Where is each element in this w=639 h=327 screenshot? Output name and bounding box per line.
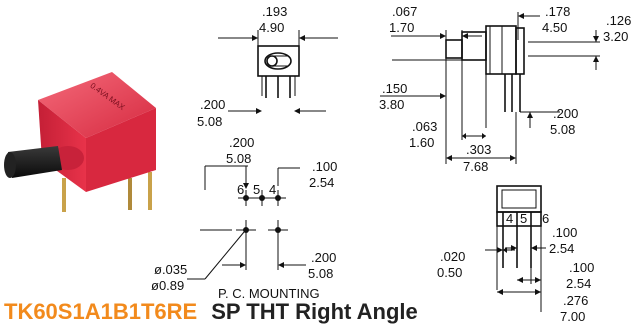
dim-side-left-mm: 3.80: [379, 97, 404, 112]
side-lever: [445, 39, 463, 59]
dim-side-top-in: .178: [545, 4, 570, 19]
dim-side-pin-mm: 5.08: [550, 122, 575, 137]
dim-hole-dia-mm: ø0.89: [151, 278, 184, 293]
dim-bot-thick-in: .020: [440, 249, 465, 264]
dim-bot-thick-mm: 0.50: [437, 265, 462, 280]
rear-pin-5: 5: [520, 211, 527, 226]
dim-front-pin-mm: 5.08: [197, 114, 222, 129]
front-view: .193 4.90 .200 5.08: [197, 4, 338, 129]
dim-pcb-span-in: .200: [311, 250, 336, 265]
pcb-hole-pair: [236, 220, 288, 240]
photo-pin: [62, 178, 66, 212]
switch-photo: 0.4VA MAX: [4, 72, 156, 212]
dim-pcb-pitch-mm: 2.54: [309, 175, 334, 190]
photo-body-right: [86, 108, 156, 192]
dim-side-base-mm: 1.60: [409, 135, 434, 150]
part-description: SP THT Right Angle: [211, 299, 418, 324]
pc-mounting-view: .200 5.08 .100 2.54 6 5 4 .: [151, 135, 337, 301]
dim-front-pin-in: .200: [200, 97, 225, 112]
dim-pcb-row-in: .200: [229, 135, 254, 150]
dim-side-right-in: .126: [606, 13, 631, 28]
side-cap: [515, 27, 525, 75]
pcb-pin-4: 4: [269, 182, 276, 197]
dim-side-len-in: .303: [466, 142, 491, 157]
dim-bot-pitch-in: .100: [552, 225, 577, 240]
photo-lever: [8, 146, 62, 178]
front-body: [257, 45, 300, 77]
pcb-pin-6: 6: [237, 182, 244, 197]
dim-top-width-mm: 4.90: [259, 20, 284, 35]
dim-side-right-mm: 3.20: [603, 29, 628, 44]
pcb-pin-5: 5: [253, 182, 260, 197]
rear-pin-4: 4: [506, 211, 513, 226]
dim-lever-mm: 1.70: [389, 20, 414, 35]
dim-side-base-in: .063: [412, 119, 437, 134]
side-view: .067 1.70 .178 4.50 .126 3.20: [379, 4, 631, 174]
dim-lever-in: .067: [392, 4, 417, 19]
rear-view: 4 5 6 .100 2.54 .020 0.50 .100 2.54 .27: [437, 185, 594, 324]
dim-bot-pitch2-in: .100: [569, 260, 594, 275]
dim-side-left-in: .150: [382, 81, 407, 96]
rear-pin-6: 6: [542, 211, 549, 226]
dim-pcb-row-mm: 5.08: [226, 151, 251, 166]
dim-side-top-mm: 4.50: [542, 20, 567, 35]
front-lever-ellipse: [264, 52, 292, 70]
dim-hole-dia-in: ø.035: [154, 262, 187, 277]
dim-pcb-span-mm: 5.08: [308, 266, 333, 281]
photo-pin: [148, 172, 152, 210]
part-number: TK60S1A1B1T6RE: [4, 299, 198, 324]
photo-body-top: [38, 72, 156, 138]
dim-bot-span-mm: 7.00: [560, 309, 585, 324]
dim-side-len-mm: 7.68: [463, 159, 488, 174]
dim-side-pin-in: .200: [553, 106, 578, 121]
photo-pin: [128, 178, 132, 210]
dim-pcb-pitch-in: .100: [312, 159, 337, 174]
product-caption: TK60S1A1B1T6RE SP THT Right Angle: [4, 300, 418, 324]
pcb-view-title: P. C. MOUNTING: [218, 286, 320, 301]
dim-bot-pitch-mm: 2.54: [549, 241, 574, 256]
dim-bot-pitch2-mm: 2.54: [566, 276, 591, 291]
dim-bot-span-in: .276: [563, 293, 588, 308]
pcb-hole-row: [238, 190, 286, 206]
photo-lever-tip: [4, 152, 16, 178]
dim-top-width-in: .193: [262, 4, 287, 19]
